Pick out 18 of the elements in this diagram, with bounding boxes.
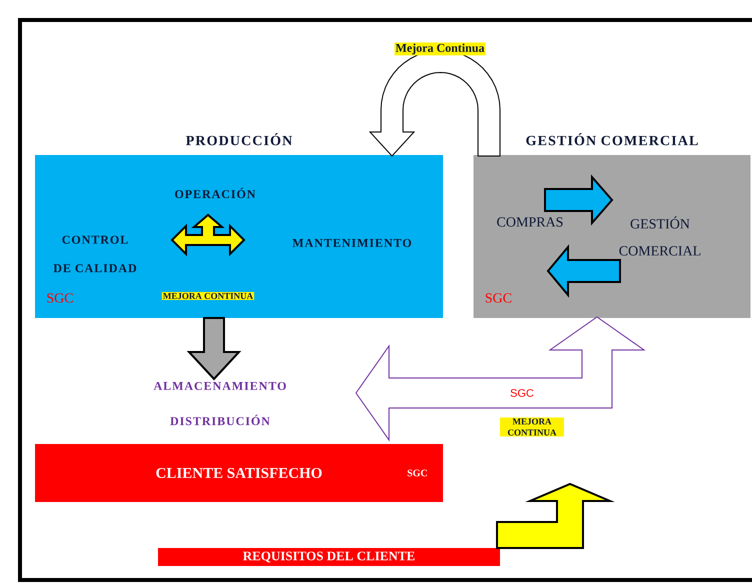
edge-label: Mejora Continua	[394, 42, 486, 56]
block-arrow	[496, 482, 615, 549]
block-arrow	[544, 174, 614, 226]
highlighted-note: MEJORA CONTINUA	[500, 417, 564, 436]
text-label: COMPRAS	[497, 217, 563, 227]
requirements-bar: REQUISITOS DEL CLIENTE	[158, 548, 500, 566]
node-label: PRODUCCIÓN	[186, 133, 292, 146]
block-arrow	[186, 316, 242, 380]
text-label: ALMACENAMIENTO	[154, 382, 286, 390]
text-label: GESTIÓN COMERCIAL	[619, 216, 700, 256]
text-label: MANTENIMIENTO	[292, 238, 412, 247]
block-arrow	[546, 244, 621, 298]
text-label: DISTRIBUCIÓN	[170, 414, 270, 426]
text-label: CONTROL DE CALIDAD	[54, 236, 136, 272]
text-label: OPERACIÓN	[175, 188, 256, 198]
edge-label: SGC	[509, 388, 535, 398]
node-label: GESTIÓN COMERCIAL	[526, 133, 698, 146]
result-box: CLIENTE SATISFECHO SGC	[35, 444, 443, 502]
